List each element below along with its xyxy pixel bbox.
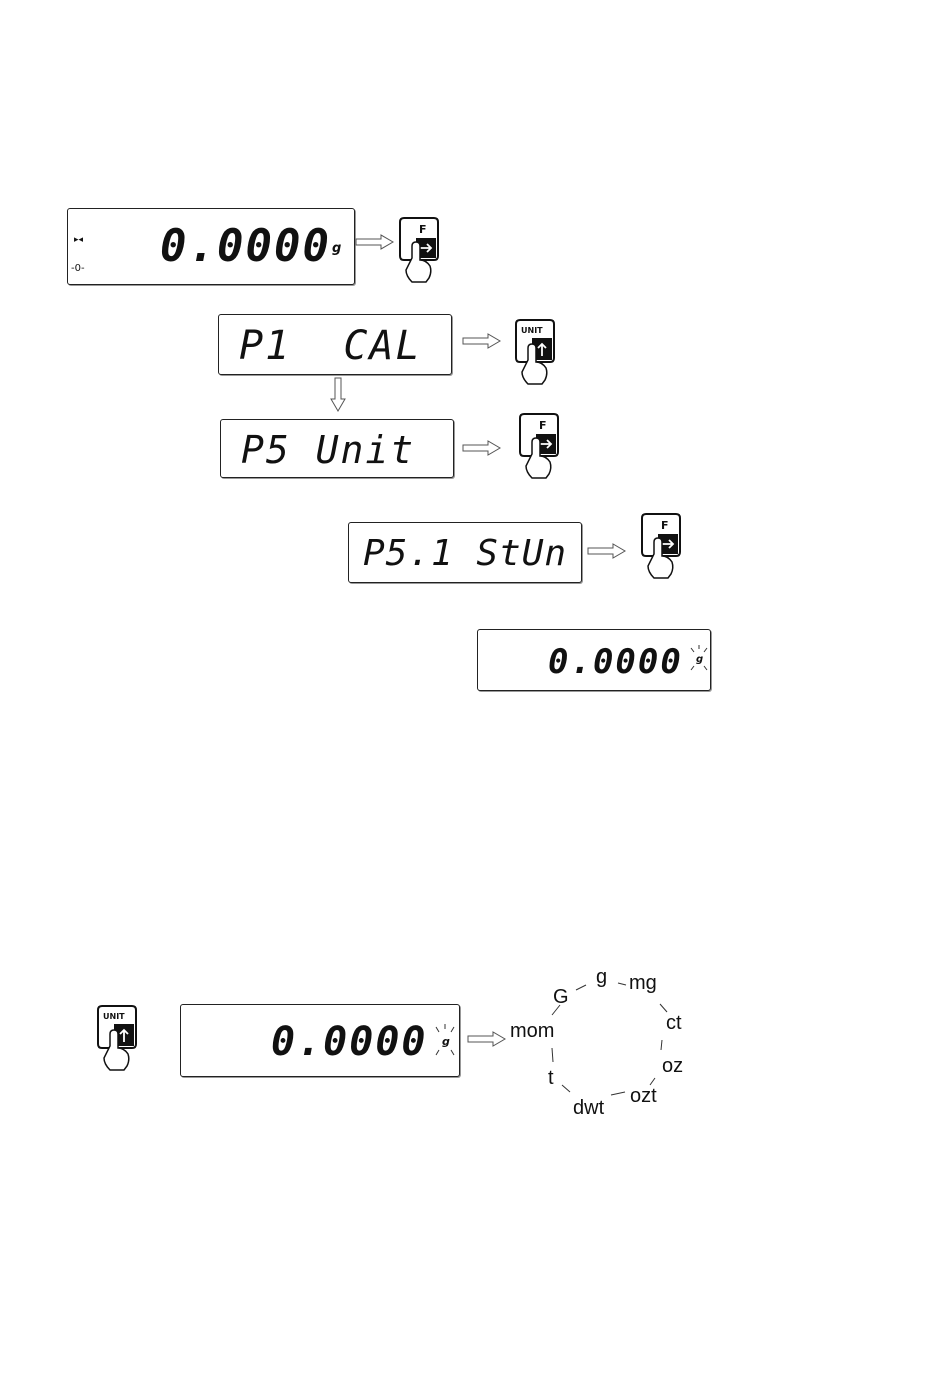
unit-option-oz: oz <box>662 1055 683 1078</box>
unit-option-dwt: dwt <box>573 1097 604 1120</box>
unit-option-mg: mg <box>629 972 657 995</box>
unit-option-ozt: ozt <box>630 1085 657 1108</box>
unit-option-mom: mom <box>510 1020 554 1043</box>
unit-option-t: t <box>548 1067 554 1090</box>
unit-option-G: G <box>553 986 569 1009</box>
unit-option-ct: ct <box>666 1012 682 1035</box>
unit-option-g: g <box>596 966 607 989</box>
